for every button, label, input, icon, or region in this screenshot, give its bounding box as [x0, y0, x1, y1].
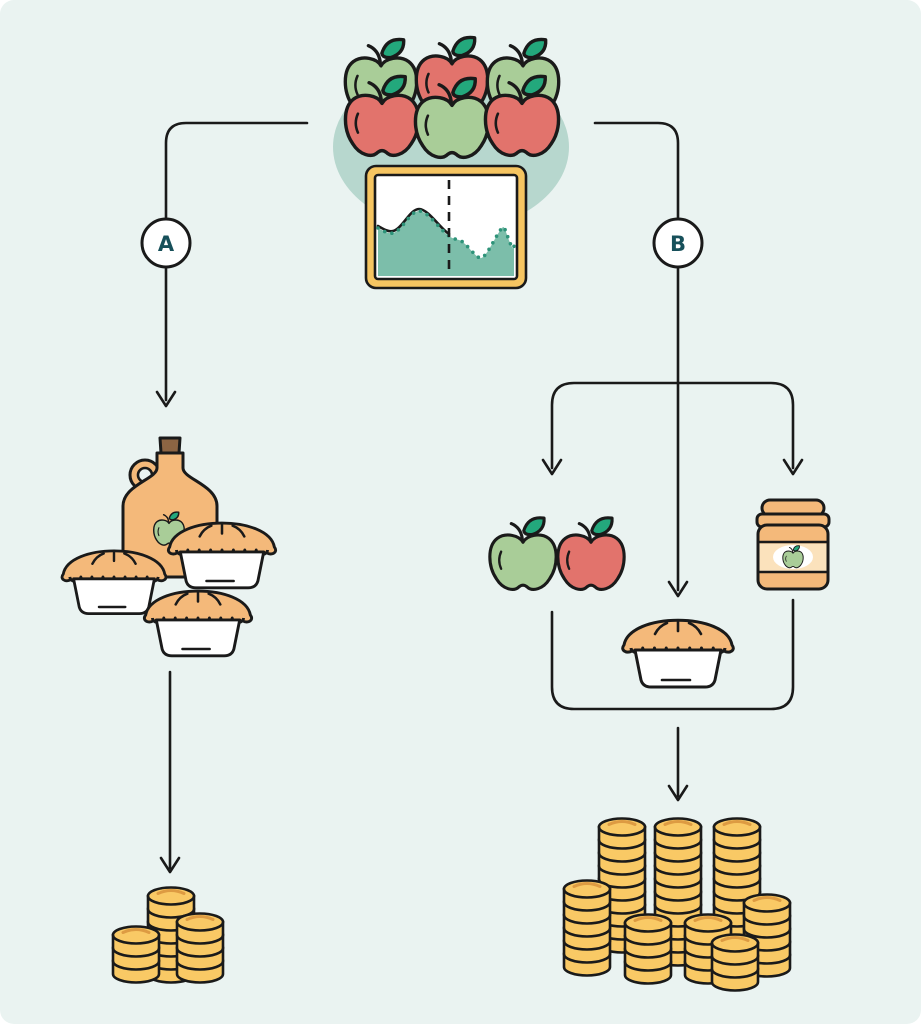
coin-stack — [175, 912, 225, 984]
jug-cork — [158, 436, 182, 455]
coin-stack — [623, 913, 673, 985]
forecast-chart — [364, 164, 528, 290]
coin-stack — [710, 933, 760, 992]
coin-top-icon — [742, 893, 792, 913]
coin-top-icon — [710, 933, 760, 953]
edge-b-merge-line — [550, 598, 795, 711]
edge-b-line — [593, 121, 680, 592]
edge-b-branch-right-arrowhead — [782, 458, 804, 476]
branch-a-label: A — [158, 232, 175, 256]
edge-b-branch-left-arrowhead — [541, 458, 563, 476]
branch-b-node: B — [652, 217, 704, 269]
branch-b-circle — [652, 217, 704, 269]
coin-top-icon — [683, 913, 733, 933]
branch-a-node: A — [140, 217, 192, 269]
branch-a-circle — [140, 217, 192, 269]
coin-top-icon — [111, 925, 161, 945]
jar-label-edges — [756, 540, 830, 574]
coin-top-icon — [175, 912, 225, 932]
coin-stack — [111, 925, 161, 984]
apple-supply-icon — [343, 35, 561, 160]
pie-icon — [621, 618, 735, 689]
red-apple-icon — [556, 516, 626, 591]
chart-area-fill — [378, 211, 514, 276]
coin-top-icon — [653, 817, 703, 837]
cider-and-pies-icon — [60, 436, 278, 658]
edge-a-arrowhead — [155, 390, 177, 408]
branch-b-label: B — [670, 232, 686, 256]
coin-top-icon — [146, 886, 196, 906]
large-coin-pile-icon — [562, 817, 792, 992]
edge-b-out-arrowhead — [667, 784, 689, 802]
apple-pair-icon — [488, 516, 626, 591]
edge-b-arrowhead — [667, 580, 689, 598]
green-apple-icon — [488, 516, 558, 591]
coin-top-icon — [712, 817, 762, 837]
coin-top-icon — [623, 913, 673, 933]
pie-icon — [166, 521, 278, 590]
coin-top-icon — [562, 879, 612, 899]
edge-a-out-arrowhead — [159, 856, 181, 874]
applesauce-jar-icon — [755, 498, 831, 591]
flow-connectors — [155, 121, 804, 874]
small-coin-pile-icon — [111, 886, 225, 984]
pie-icon — [142, 589, 254, 658]
edge-a-line — [164, 121, 309, 402]
edge-b-branch-line — [550, 381, 795, 470]
coin-top-icon — [597, 817, 647, 837]
coin-stack — [562, 879, 612, 977]
